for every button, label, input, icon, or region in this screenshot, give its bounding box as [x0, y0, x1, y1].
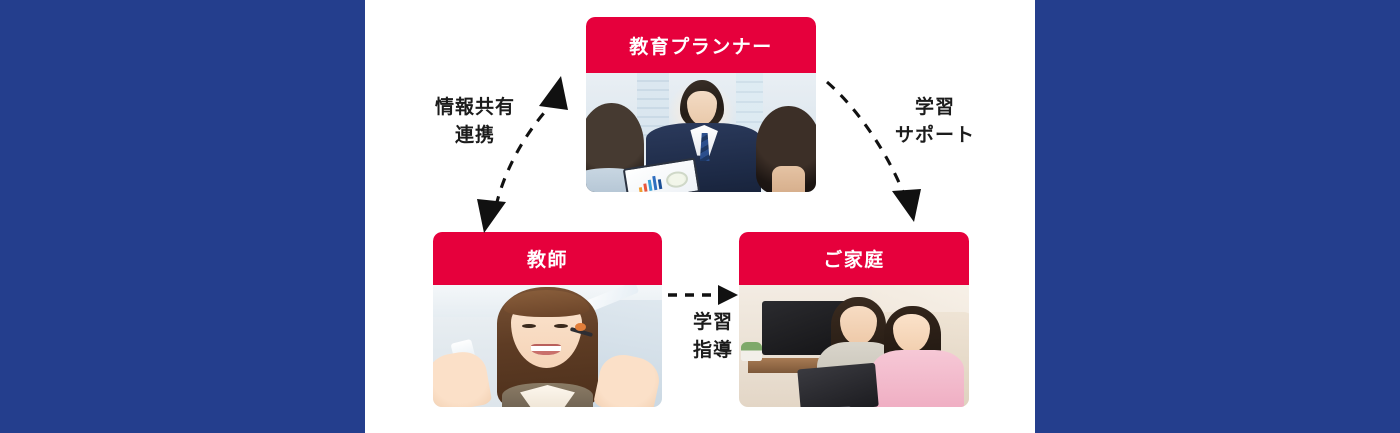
planner-person-tie — [699, 132, 710, 162]
teacher-person-eye-left — [522, 324, 537, 329]
planner-photo — [586, 73, 816, 192]
connector-label-planner-teacher: 情報共有 連携 — [415, 94, 535, 149]
label-left-line1: 情報共有 — [434, 97, 515, 118]
daughter-body — [872, 349, 965, 407]
family-title: ご家庭 — [739, 232, 969, 285]
teacher-person-smile — [531, 343, 562, 355]
family-photo — [739, 285, 969, 407]
node-card-teacher: 教師 — [433, 232, 662, 407]
teacher-person-bangs — [503, 289, 589, 317]
arrowhead-right-mid — [718, 285, 738, 305]
teacher-title: 教師 — [433, 232, 662, 285]
node-card-planner: 教育プランナー — [586, 17, 816, 192]
connector-teacher-family — [668, 285, 738, 305]
teacher-photo — [433, 285, 662, 407]
arrowhead-up-left — [539, 76, 568, 110]
potted-plant-icon — [741, 342, 762, 361]
person-back-right-neck — [772, 165, 805, 192]
node-card-family: ご家庭 — [739, 232, 969, 407]
label-mid-line2: 指導 — [692, 339, 733, 361]
mother-face — [840, 305, 877, 345]
teacher-person-collar — [520, 385, 575, 407]
arrowhead-down-right — [892, 189, 921, 222]
diagram-panel: 教育プランナー — [365, 0, 1035, 433]
arrowhead-down-left — [477, 199, 506, 233]
teacher-person-eye-right — [554, 324, 569, 329]
headset-earpiece-icon — [574, 322, 587, 332]
laptop-base — [817, 405, 851, 407]
teacher-header-band: 教師 — [433, 232, 662, 285]
connector-label-planner-family: 学習 サポート — [875, 94, 995, 149]
label-left-line2: 連携 — [454, 124, 495, 146]
tablet-bar-chart-icon — [637, 175, 663, 192]
label-mid-line1: 学習 — [692, 312, 733, 333]
tablet-seal-icon — [664, 170, 689, 190]
label-right-line2: サポート — [894, 124, 975, 146]
laptop-icon — [797, 362, 879, 407]
teacher-person-hand-left — [433, 348, 493, 407]
daughter-face — [893, 314, 930, 353]
planner-title: 教育プランナー — [586, 17, 816, 73]
planner-header-band: 教育プランナー — [586, 17, 816, 73]
label-right-line1: 学習 — [914, 97, 955, 118]
window-blinds-secondary-icon — [735, 73, 764, 128]
family-header-band: ご家庭 — [739, 232, 969, 285]
connector-label-teacher-family: 学習 指導 — [673, 309, 753, 364]
